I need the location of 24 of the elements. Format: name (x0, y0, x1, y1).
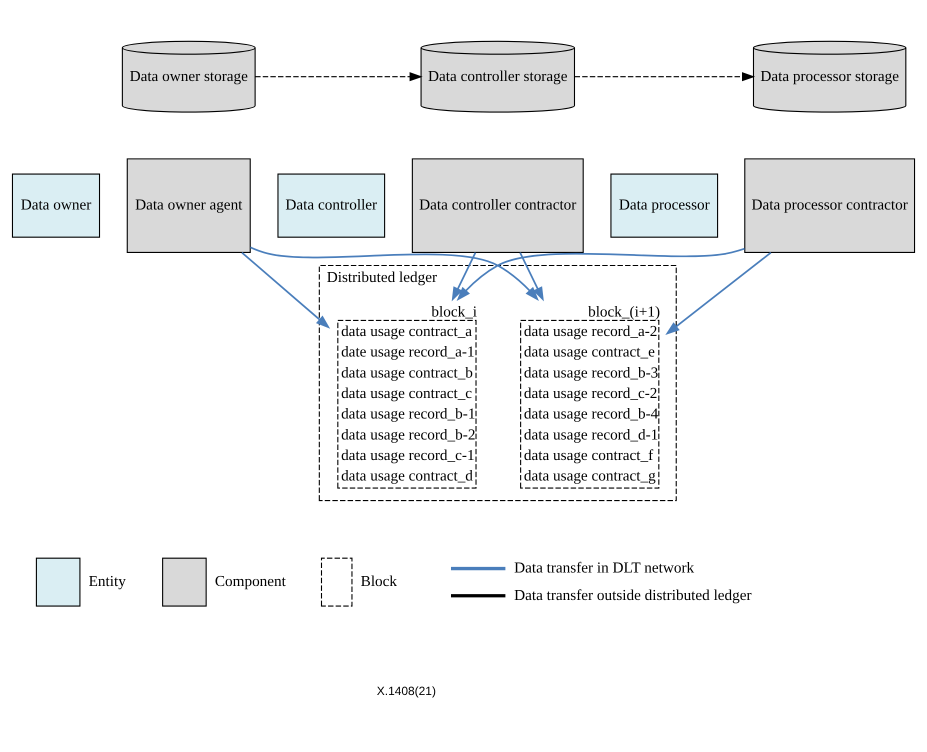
node-label: block_i (431, 302, 478, 320)
arrow (574, 72, 756, 81)
node-box: data usage contract_a date usage record_a-1 data usage contract_b data usage contract_c data usage record_b-1 data usage record_b-2 data usage record_c-1 data usage contract_d (337, 319, 477, 488)
legend-label: Block (360, 572, 398, 590)
node-label: block_(i+1) (588, 302, 660, 320)
arrow (456, 247, 745, 300)
arrow (241, 252, 330, 328)
legend-label: Entity (88, 572, 126, 590)
node-box: Data processor (610, 173, 718, 238)
legend-label: Data transfer in DLT network (514, 559, 694, 576)
label: X.1408(21) (376, 684, 436, 698)
node-box: data usage record_a-2 data usage contract_e data usage record_b-3 data usage record_c-2 data usage record_b-4 data usage record_d-1 data usage contract_f data usage contract_g (520, 319, 660, 488)
node-box: Data owner (12, 173, 100, 238)
arrow (255, 72, 423, 81)
arrow (250, 246, 539, 300)
node-box: Data controller contractor (412, 158, 584, 252)
arrow (519, 252, 544, 301)
arrow (452, 252, 476, 301)
arrow (665, 251, 772, 335)
node-box: Data controller (277, 173, 386, 238)
legend-label: Data transfer outside distributed ledger (514, 586, 752, 604)
legend-label: Component (214, 572, 286, 590)
node-box: Data owner agent (126, 158, 251, 252)
node-box: Data processor contractor (744, 158, 916, 252)
